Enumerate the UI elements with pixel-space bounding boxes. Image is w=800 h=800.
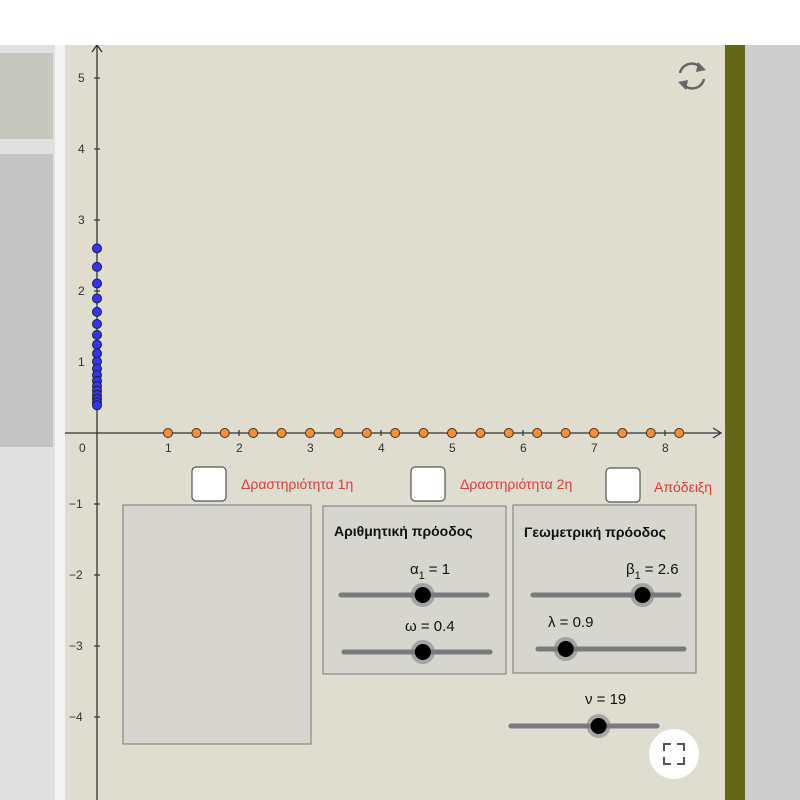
lambda-label: λ = 0.9 (548, 614, 593, 631)
n-slider[interactable] (508, 714, 660, 738)
orange-point (276, 428, 287, 438)
checkbox-proof-box[interactable] (605, 467, 641, 503)
x-tick-label: 5 (449, 441, 456, 455)
graphics-svg[interactable]: 1 2 3 4 5 6 7 8 5 4 3 2 1 −1 −2 −3 −4 0 Δραστηριότητα 1… (65, 45, 725, 800)
x-axis-arrow (712, 427, 723, 439)
slider-knob[interactable] (414, 644, 431, 660)
checkbox-activity-1-label: Δραστηριότητα 1η (241, 476, 353, 492)
blue-point (92, 329, 102, 340)
empty-panel (122, 504, 312, 745)
blue-points (92, 243, 102, 411)
arithmetic-panel-title: Αριθμητική πρόοδος (334, 523, 473, 539)
blue-point (92, 293, 102, 304)
y-tick-label: −4 (69, 710, 83, 724)
left-sidebar-mid-block (0, 154, 53, 447)
checkbox-activity-1[interactable]: Δραστηριότητα 1η (191, 466, 353, 502)
lambda-slider[interactable] (535, 637, 687, 661)
slider-knob[interactable] (557, 641, 574, 657)
orange-point (617, 428, 628, 438)
blue-point (92, 278, 102, 289)
beta1-label: β1= 2.6 (626, 561, 679, 582)
blue-point (92, 243, 102, 254)
orange-point (361, 428, 372, 438)
y-tick-label: −3 (69, 639, 83, 653)
orange-point (219, 428, 230, 438)
orange-point (305, 428, 315, 438)
blue-point (92, 306, 102, 317)
y-tick-label: 4 (78, 142, 85, 156)
origin-label: 0 (79, 441, 86, 455)
checkbox-proof-label: Απόδειξη (654, 479, 712, 495)
orange-point (447, 428, 457, 438)
orange-points (163, 428, 685, 438)
orange-point (503, 428, 514, 438)
orange-point (390, 428, 401, 438)
x-tick-label: 1 (165, 441, 172, 455)
left-sidebar-top-block (0, 53, 53, 139)
orange-point (532, 428, 543, 438)
y-tick-label: −1 (69, 497, 83, 511)
geometric-panel-title: Γεωμετρική πρόοδος (524, 524, 666, 540)
blue-point (92, 319, 102, 330)
y-tick-label: 2 (78, 284, 85, 298)
x-tick-label: 2 (236, 441, 243, 455)
orange-point (191, 428, 202, 438)
x-tick-label: 6 (520, 441, 527, 455)
checkbox-activity-1-box[interactable] (191, 466, 227, 502)
arithmetic-panel: Αριθμητική πρόοδος α1= 1 ω = 0.4 (322, 505, 507, 675)
orange-point (560, 428, 571, 438)
y-tick-label: 1 (78, 355, 85, 369)
reset-icon[interactable] (678, 62, 706, 90)
right-panel (745, 45, 800, 800)
graphics-view[interactable]: 1 2 3 4 5 6 7 8 5 4 3 2 1 −1 −2 −3 −4 0 Δραστηριότητα 1… (65, 45, 725, 800)
orange-point (333, 428, 344, 438)
omega-slider[interactable] (341, 640, 493, 664)
y-axis-arrow (91, 45, 103, 53)
orange-point (645, 428, 656, 438)
orange-point (475, 428, 486, 438)
n-label: ν = 19 (585, 691, 626, 708)
geometric-panel: Γεωμετρική πρόοδος β1= 2.6 λ = 0.9 (512, 504, 697, 674)
x-tick-label: 8 (662, 441, 669, 455)
checkbox-activity-2[interactable]: Δραστηριότητα 2η (410, 466, 572, 502)
slider-knob[interactable] (590, 718, 607, 734)
blue-point (92, 339, 102, 350)
blue-point (92, 261, 102, 272)
omega-label: ω = 0.4 (405, 618, 455, 635)
x-tick-label: 7 (591, 441, 598, 455)
y-tick-label: 3 (78, 213, 85, 227)
slider-knob[interactable] (634, 587, 651, 603)
checkbox-activity-2-box[interactable] (410, 466, 446, 502)
blue-point (92, 400, 102, 411)
checkbox-activity-2-label: Δραστηριότητα 2η (460, 476, 572, 492)
olive-side-bar (725, 45, 745, 800)
beta1-slider[interactable] (530, 583, 682, 607)
slider-knob[interactable] (414, 587, 431, 603)
x-tick-label: 4 (378, 441, 385, 455)
y-tick-label: 5 (78, 71, 85, 85)
alpha1-label: α1= 1 (410, 561, 450, 582)
sidebar-divider (55, 45, 65, 800)
x-tick-label: 3 (307, 441, 314, 455)
y-tick-label: −2 (69, 568, 83, 582)
alpha1-slider[interactable] (338, 583, 490, 607)
fullscreen-button[interactable] (649, 729, 699, 779)
fullscreen-icon (663, 743, 685, 765)
orange-point (674, 428, 685, 438)
orange-point (418, 428, 429, 438)
orange-point (248, 428, 259, 438)
orange-point (163, 428, 173, 438)
checkbox-proof[interactable]: Απόδειξη (605, 467, 712, 503)
orange-point (589, 428, 599, 438)
